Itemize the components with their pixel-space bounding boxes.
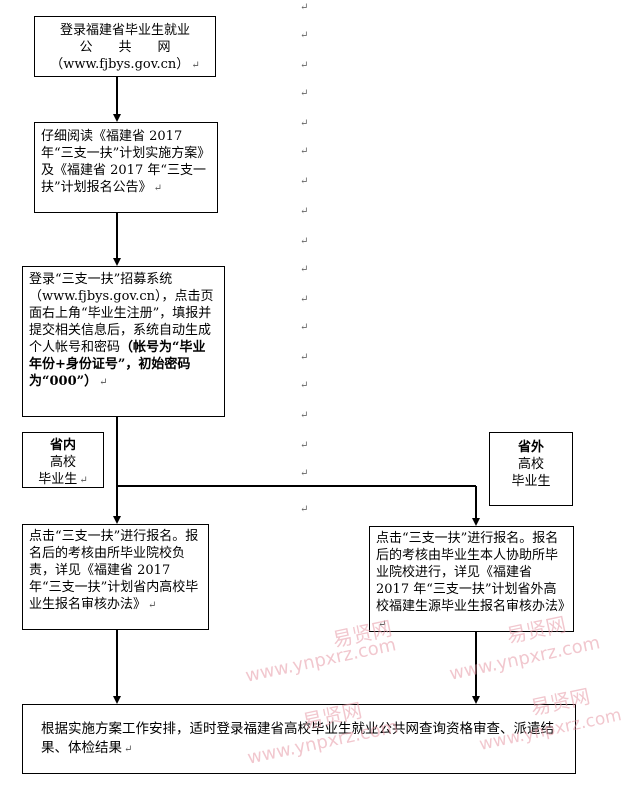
paragraph-mark: ↵ bbox=[300, 88, 309, 99]
step2-box: 仔细阅读《福建省 2017 年“三支一扶”计划实施方案》及《福建省 2017 年… bbox=[34, 122, 218, 213]
final-step-box: 根据实施方案工作安排，适时登录福建省高校毕业生就业公共网查询资格审查、派遣结果、… bbox=[22, 704, 576, 774]
step3-box: 登录“三支一扶”招募系统（www.fjbys.gov.cn），点击页面右上角“毕… bbox=[22, 266, 225, 417]
step1-line3: （www.fjbys.gov.cn）↵ bbox=[50, 57, 200, 72]
paragraph-mark: ↵ bbox=[300, 380, 309, 391]
outside-label-line3: 毕业生 bbox=[511, 474, 551, 489]
step1-box: 登录福建省毕业生就业 公 共 网 （www.fjbys.gov.cn）↵ bbox=[34, 16, 216, 77]
paragraph-mark: ↵ bbox=[300, 294, 309, 305]
outside-step-box: 点击“三支一扶”进行报名。报名后的考核由毕业生本人协助所毕业院校进行，详见《福建… bbox=[369, 526, 574, 632]
inside-step-box: 点击“三支一扶”进行报名。报名后的考核由所毕业院校负责，详见《福建省 2017 … bbox=[22, 524, 209, 630]
outside-province-label: 省外 高校 毕业生 bbox=[489, 432, 573, 506]
paragraph-mark: ↵ bbox=[300, 60, 309, 71]
paragraph-mark: ↵ bbox=[300, 468, 309, 479]
inside-label-line2: 高校 bbox=[49, 455, 76, 470]
inside-label-line1: 省内 bbox=[49, 438, 76, 453]
final-step-text: 根据实施方案工作安排，适时登录福建省高校毕业生就业公共网查询资格审查、派遣结果、… bbox=[41, 721, 554, 756]
step1-line2: 公 共 网 bbox=[79, 40, 171, 55]
paragraph-mark: ↵ bbox=[300, 322, 309, 333]
paragraph-mark: ↵ bbox=[300, 264, 309, 275]
step1-line1: 登录福建省毕业生就业 bbox=[59, 23, 190, 38]
paragraph-mark: ↵ bbox=[300, 2, 309, 13]
paragraph-mark: ↵ bbox=[300, 176, 309, 187]
paragraph-mark: ↵ bbox=[300, 118, 309, 129]
paragraph-mark: ↵ bbox=[300, 206, 309, 217]
outside-step-text: 点击“三支一扶”进行报名。报名后的考核由毕业生本人协助所毕业院校进行，详见《福建… bbox=[376, 531, 572, 614]
paragraph-mark: ↵ bbox=[300, 440, 309, 451]
step3-text: 登录“三支一扶”招募系统（www.fjbys.gov.cn），点击页面右上角“毕… bbox=[29, 272, 214, 355]
paragraph-mark: ↵ bbox=[300, 146, 309, 157]
inside-label-line3: 毕业生↵ bbox=[38, 472, 88, 487]
inside-province-label: 省内 高校 毕业生↵ bbox=[22, 432, 104, 488]
paragraph-mark: ↵ bbox=[300, 236, 309, 247]
inside-step-text: 点击“三支一扶”进行报名。报名后的考核由所毕业院校负责，详见《福建省 2017 … bbox=[29, 529, 199, 612]
step2-text: 仔细阅读《福建省 2017 年“三支一扶”计划实施方案》及《福建省 2017 年… bbox=[41, 129, 211, 195]
paragraph-mark: ↵ bbox=[300, 410, 309, 421]
outside-label-line2: 高校 bbox=[517, 457, 544, 472]
step3-bold-text: （帐号为“毕业年份+身份证号”，初始密码为“000”） bbox=[29, 340, 206, 389]
paragraph-mark: ↵ bbox=[300, 352, 309, 363]
paragraph-mark-column: ↵ ↵ ↵ ↵ ↵ ↵ ↵ ↵ ↵ ↵ ↵ ↵ ↵ ↵ ↵ ↵ ↵ ↵ bbox=[300, 0, 320, 786]
paragraph-mark: ↵ bbox=[300, 504, 309, 515]
paragraph-mark: ↵ bbox=[300, 30, 309, 41]
outside-label-line1: 省外 bbox=[517, 440, 544, 455]
